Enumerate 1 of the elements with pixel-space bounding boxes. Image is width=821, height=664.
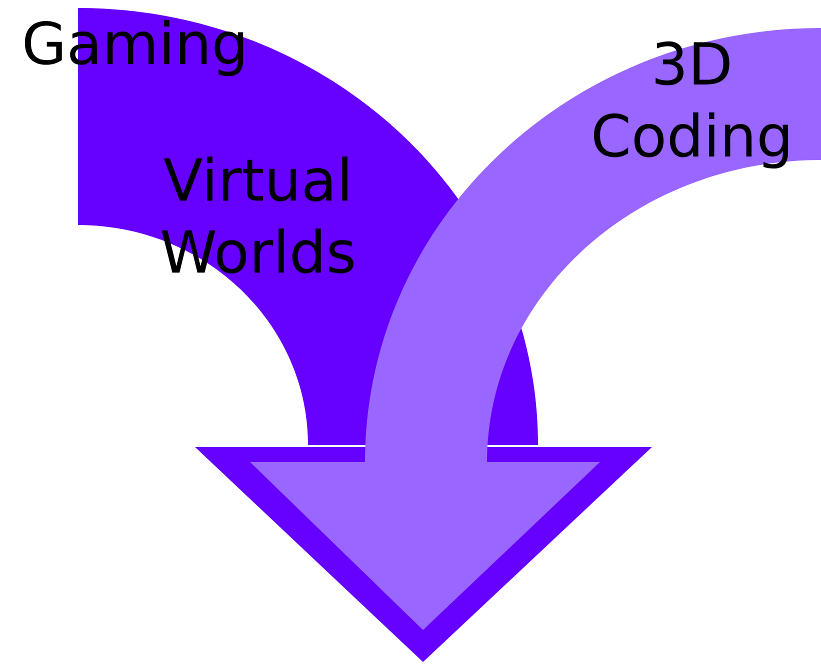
label: 3D Coding xyxy=(594,41,788,169)
